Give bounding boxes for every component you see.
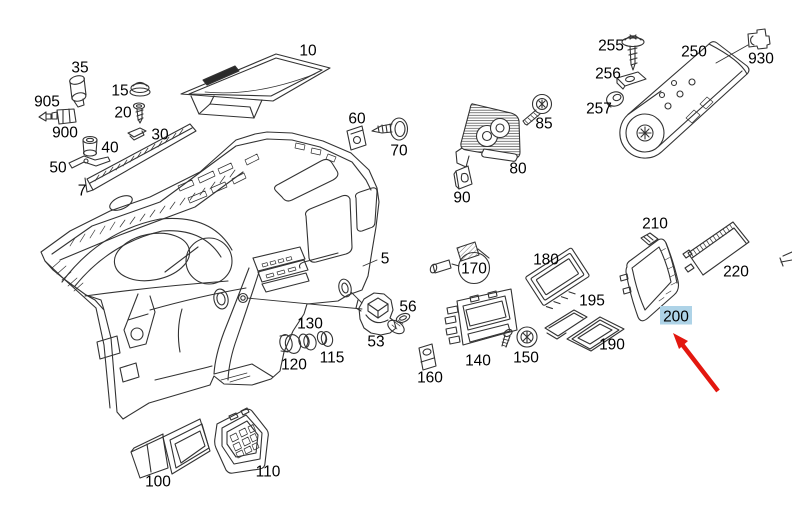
svg-text:210: 210 [642, 216, 668, 233]
svg-text:115: 115 [320, 350, 345, 367]
svg-text:257: 257 [586, 101, 612, 118]
svg-text:200: 200 [663, 309, 689, 326]
svg-text:110: 110 [256, 464, 281, 481]
svg-text:20: 20 [114, 105, 132, 122]
svg-text:56: 56 [399, 299, 416, 316]
svg-text:905: 905 [34, 94, 60, 111]
svg-text:195: 195 [579, 293, 605, 310]
svg-text:180: 180 [533, 252, 559, 269]
svg-text:30: 30 [151, 127, 169, 144]
svg-text:70: 70 [390, 143, 408, 160]
svg-text:220: 220 [723, 264, 749, 281]
svg-text:900: 900 [52, 125, 78, 142]
svg-text:160: 160 [417, 370, 443, 387]
svg-text:53: 53 [367, 334, 384, 351]
svg-text:100: 100 [145, 474, 171, 491]
svg-text:170: 170 [461, 261, 487, 278]
svg-text:190: 190 [599, 337, 625, 354]
svg-text:90: 90 [453, 190, 471, 207]
svg-text:50: 50 [49, 160, 67, 177]
svg-text:35: 35 [71, 60, 88, 77]
svg-text:60: 60 [348, 111, 366, 128]
svg-text:250: 250 [681, 44, 707, 61]
svg-text:130: 130 [297, 316, 323, 333]
svg-text:150: 150 [513, 350, 539, 367]
svg-text:930: 930 [748, 51, 774, 68]
svg-text:10: 10 [299, 43, 317, 60]
svg-text:85: 85 [535, 116, 552, 133]
svg-text:5: 5 [381, 251, 390, 268]
svg-text:80: 80 [509, 161, 527, 178]
svg-text:15: 15 [111, 83, 128, 100]
svg-text:120: 120 [281, 357, 307, 374]
svg-text:40: 40 [101, 140, 119, 157]
svg-text:140: 140 [465, 353, 491, 370]
svg-text:7: 7 [78, 183, 87, 200]
svg-text:255: 255 [598, 38, 624, 55]
svg-text:256: 256 [595, 66, 621, 83]
